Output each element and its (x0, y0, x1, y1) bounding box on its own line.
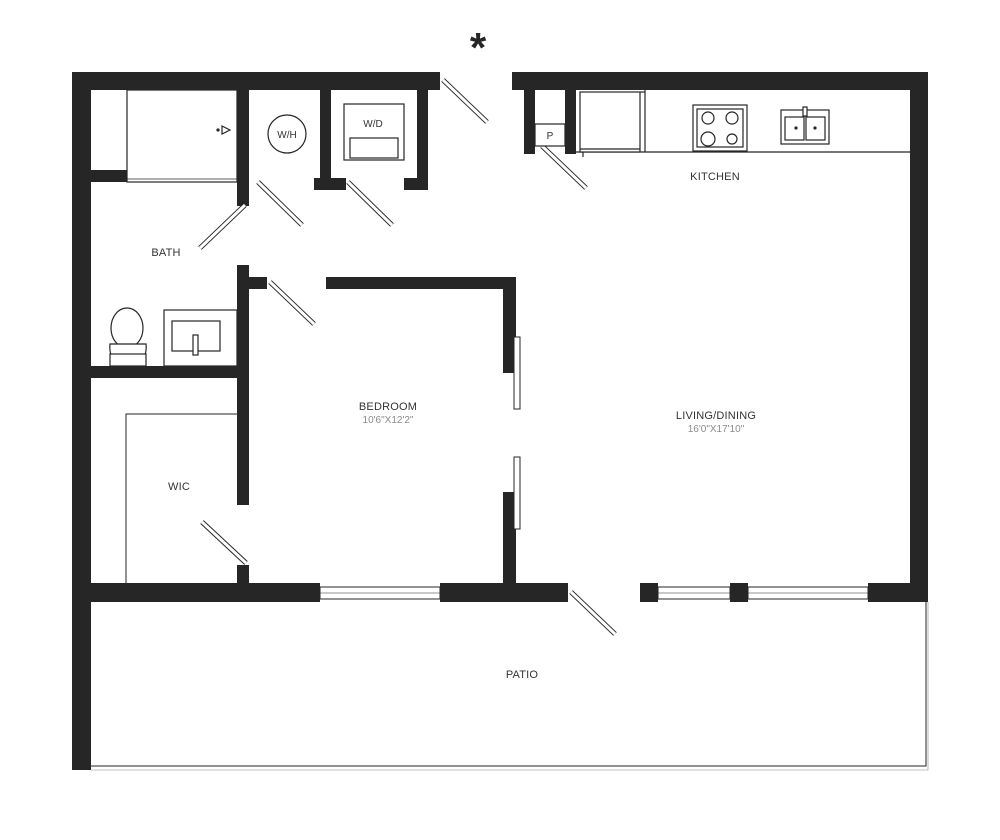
shower (126, 89, 238, 183)
water-heater: W/H (267, 114, 307, 154)
living-dining-label: LIVING/DINING (676, 410, 756, 422)
wic-shelf (125, 413, 237, 583)
washer-dryer: W/D (343, 103, 405, 161)
bedroom-sliding-door (513, 336, 521, 530)
doors (198, 78, 617, 636)
patio-label: PATIO (506, 669, 539, 681)
south-windows (319, 586, 869, 600)
kitchen-sink (780, 106, 830, 145)
bath-vanity (163, 309, 238, 367)
kitchen-label: KITCHEN (690, 171, 740, 183)
pantry-label: P (547, 131, 554, 142)
wic-label: WIC (168, 481, 190, 493)
bedroom-label: BEDROOM (359, 401, 417, 413)
bedroom-dimensions: 10'6"X12'2" (363, 415, 414, 426)
pantry: P (534, 123, 566, 147)
water-heater-label: W/H (277, 130, 296, 141)
exterior-walls (72, 72, 928, 770)
interior-walls (91, 90, 576, 583)
bath-label: BATH (151, 247, 180, 259)
range (692, 104, 748, 152)
entry-marker: * (470, 24, 487, 71)
living-dining-dimensions: 16'0"X17'10" (688, 424, 745, 435)
patio-outline (91, 602, 929, 771)
toilet (109, 307, 147, 367)
washer-dryer-label: W/D (363, 119, 382, 130)
kitchen-counter (576, 90, 910, 157)
